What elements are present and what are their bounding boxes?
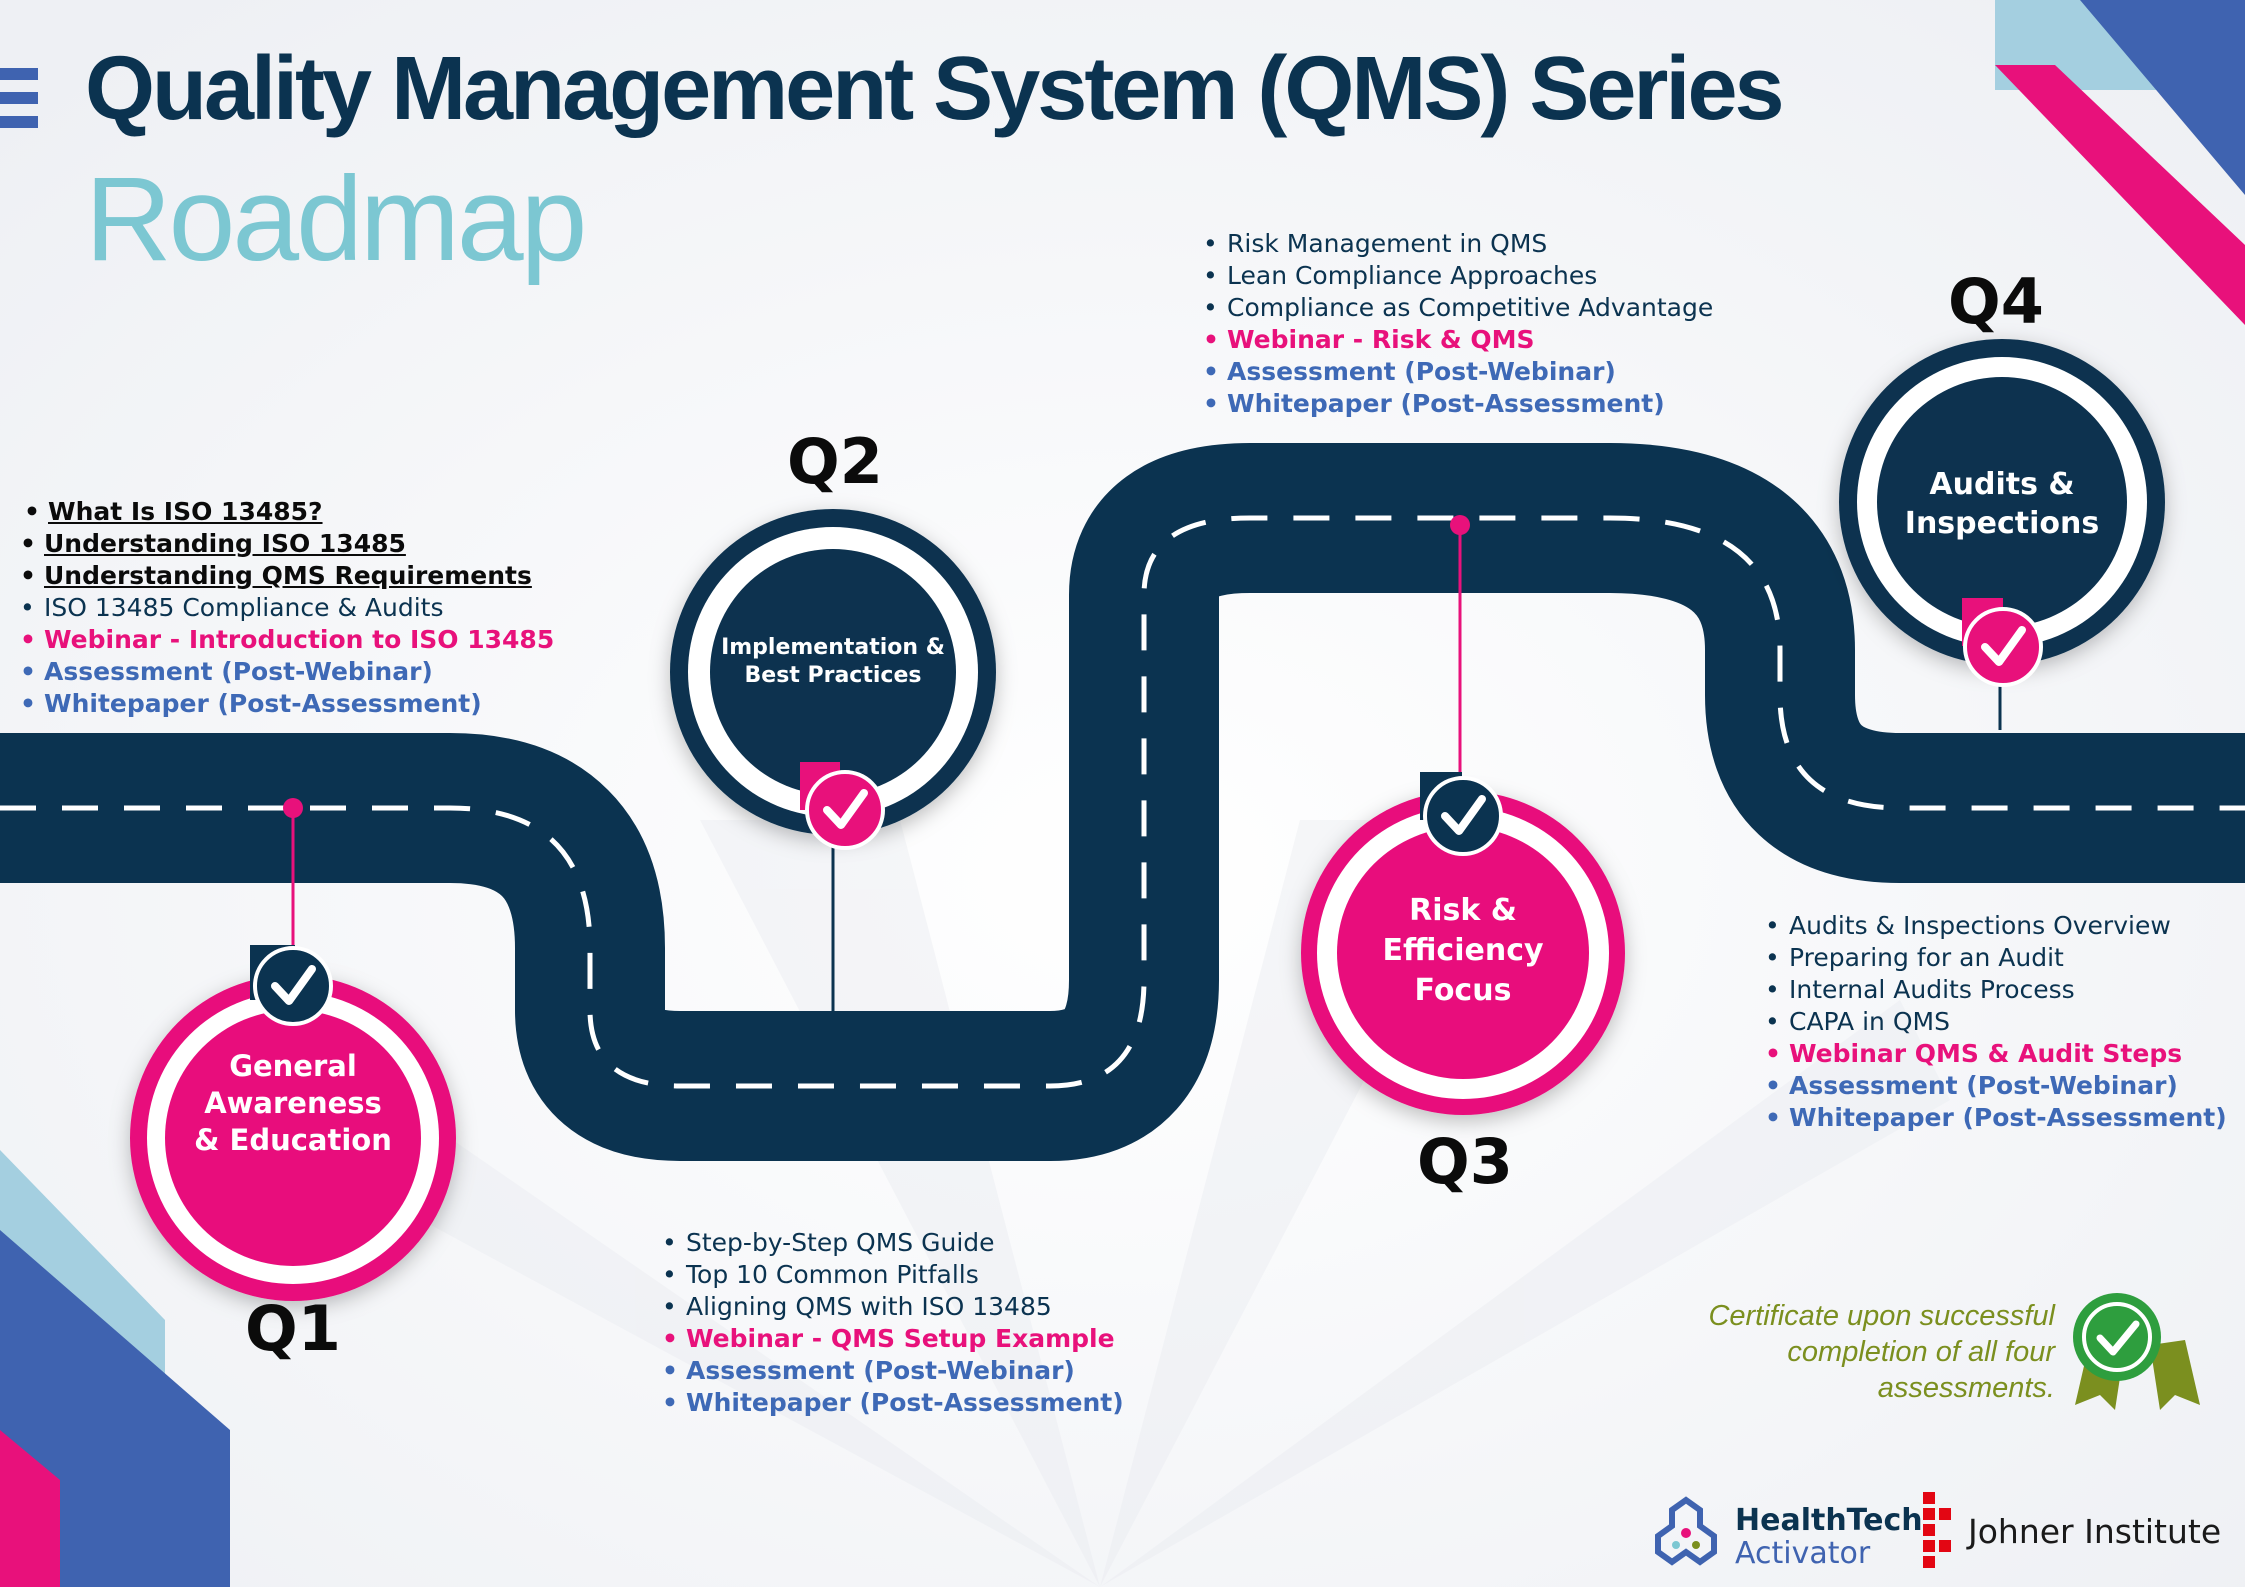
connector-q3 bbox=[1450, 515, 1470, 780]
q4-stage-circle bbox=[1839, 339, 2165, 665]
q3-stage-label-line: Focus bbox=[1414, 973, 1512, 1008]
q3-label: Q3 bbox=[1417, 1125, 1513, 1198]
q3-topic-list: Risk Management in QMS Lean Compliance A… bbox=[1203, 228, 1713, 420]
list-item: Lean Compliance Approaches bbox=[1203, 260, 1713, 292]
q1-stage-circle bbox=[130, 975, 456, 1301]
top-right-corner-decoration bbox=[1995, 0, 2245, 325]
list-item: Webinar - QMS Setup Example bbox=[662, 1323, 1124, 1355]
list-item: Aligning QMS with ISO 13485 bbox=[662, 1291, 1124, 1323]
certificate-note-line: Certificate upon successful bbox=[1708, 1300, 2055, 1332]
q4-label: Q4 bbox=[1948, 265, 2044, 338]
q1-topic-list: What Is ISO 13485? Understanding ISO 134… bbox=[20, 496, 554, 720]
q3-stage-label: Risk & Efficiency Focus bbox=[1333, 891, 1593, 1011]
healthtech-logo-title: HealthTech bbox=[1735, 1503, 1923, 1538]
certificate-note: Certificate upon successful completion o… bbox=[1635, 1298, 2055, 1406]
list-item: Assessment (Post-Webinar) bbox=[1203, 356, 1713, 388]
q2-stage-label-line: Best Practices bbox=[744, 663, 922, 688]
page-title: Quality Management System (QMS) Series bbox=[85, 39, 1785, 139]
certificate-note-line: completion of all four bbox=[1787, 1336, 2055, 1368]
list-item: Preparing for an Audit bbox=[1765, 942, 2227, 974]
list-item: Assessment (Post-Webinar) bbox=[20, 656, 554, 688]
q2-stage-label: Implementation & Best Practices bbox=[703, 634, 963, 690]
q2-stage-label-line: Implementation & bbox=[721, 635, 945, 660]
list-item: Whitepaper (Post-Assessment) bbox=[20, 688, 554, 720]
bottom-left-corner-decoration bbox=[0, 1150, 230, 1587]
q1-stage-label-line: General bbox=[229, 1049, 357, 1083]
list-item: Webinar QMS & Audit Steps bbox=[1765, 1038, 2227, 1070]
list-item: ISO 13485 Compliance & Audits bbox=[20, 592, 554, 624]
q3-checkmark-icon bbox=[1420, 772, 1503, 856]
q1-checkmark-icon bbox=[250, 945, 333, 1026]
johner-logo-text: Johner Institute bbox=[1968, 1512, 2222, 1551]
healthtech-logo-subtitle: Activator bbox=[1735, 1536, 1871, 1571]
list-item: Whitepaper (Post-Assessment) bbox=[662, 1387, 1124, 1419]
page-subtitle: Roadmap bbox=[85, 152, 587, 286]
list-item: Webinar - Risk & QMS bbox=[1203, 324, 1713, 356]
q1-stage-label-line: Awareness bbox=[204, 1086, 382, 1120]
q2-stage-circle bbox=[670, 509, 996, 835]
q1-stage-label: General Awareness & Education bbox=[163, 1048, 423, 1159]
certificate-note-line: assessments. bbox=[1877, 1372, 2055, 1404]
list-item: Risk Management in QMS bbox=[1203, 228, 1713, 260]
q3-stage-label-line: Risk & bbox=[1409, 893, 1517, 928]
q4-stage-label: Audits & Inspections bbox=[1872, 465, 2132, 543]
list-item: Step-by-Step QMS Guide bbox=[662, 1227, 1124, 1259]
list-item: Whitepaper (Post-Assessment) bbox=[1203, 388, 1713, 420]
list-item: Assessment (Post-Webinar) bbox=[662, 1355, 1124, 1387]
q2-label: Q2 bbox=[787, 425, 883, 498]
list-item: Compliance as Competitive Advantage bbox=[1203, 292, 1713, 324]
q3-stage-label-line: Efficiency bbox=[1382, 933, 1544, 968]
q4-stage-label-line: Audits & bbox=[1929, 467, 2075, 502]
list-item: Internal Audits Process bbox=[1765, 974, 2227, 1006]
badge-check-icon bbox=[2073, 1293, 2200, 1410]
list-item: Whitepaper (Post-Assessment) bbox=[1765, 1102, 2227, 1134]
list-item: CAPA in QMS bbox=[1765, 1006, 2227, 1038]
healthtech-logo-icon bbox=[1655, 1496, 1717, 1566]
list-item[interactable]: Understanding ISO 13485 bbox=[20, 528, 554, 560]
q4-stage-label-line: Inspections bbox=[1904, 506, 2100, 541]
menu-bars-decoration bbox=[0, 68, 38, 128]
q4-topic-list: Audits & Inspections Overview Preparing … bbox=[1765, 910, 2227, 1134]
connector-q1 bbox=[283, 798, 303, 960]
q1-stage-label-line: & Education bbox=[194, 1123, 392, 1157]
q1-label: Q1 bbox=[245, 1292, 341, 1365]
list-item: Audits & Inspections Overview bbox=[1765, 910, 2227, 942]
q4-checkmark-icon bbox=[1962, 598, 2043, 687]
johner-logo-icon bbox=[1923, 1492, 1951, 1568]
list-item: Webinar - Introduction to ISO 13485 bbox=[20, 624, 554, 656]
q2-checkmark-icon bbox=[800, 762, 885, 850]
list-item[interactable]: Understanding QMS Requirements bbox=[20, 560, 554, 592]
list-item[interactable]: What Is ISO 13485? bbox=[24, 496, 554, 528]
q3-stage-circle bbox=[1301, 791, 1625, 1115]
q2-topic-list: Step-by-Step QMS Guide Top 10 Common Pit… bbox=[662, 1227, 1124, 1419]
list-item: Top 10 Common Pitfalls bbox=[662, 1259, 1124, 1291]
road bbox=[0, 443, 2245, 1161]
list-item: Assessment (Post-Webinar) bbox=[1765, 1070, 2227, 1102]
